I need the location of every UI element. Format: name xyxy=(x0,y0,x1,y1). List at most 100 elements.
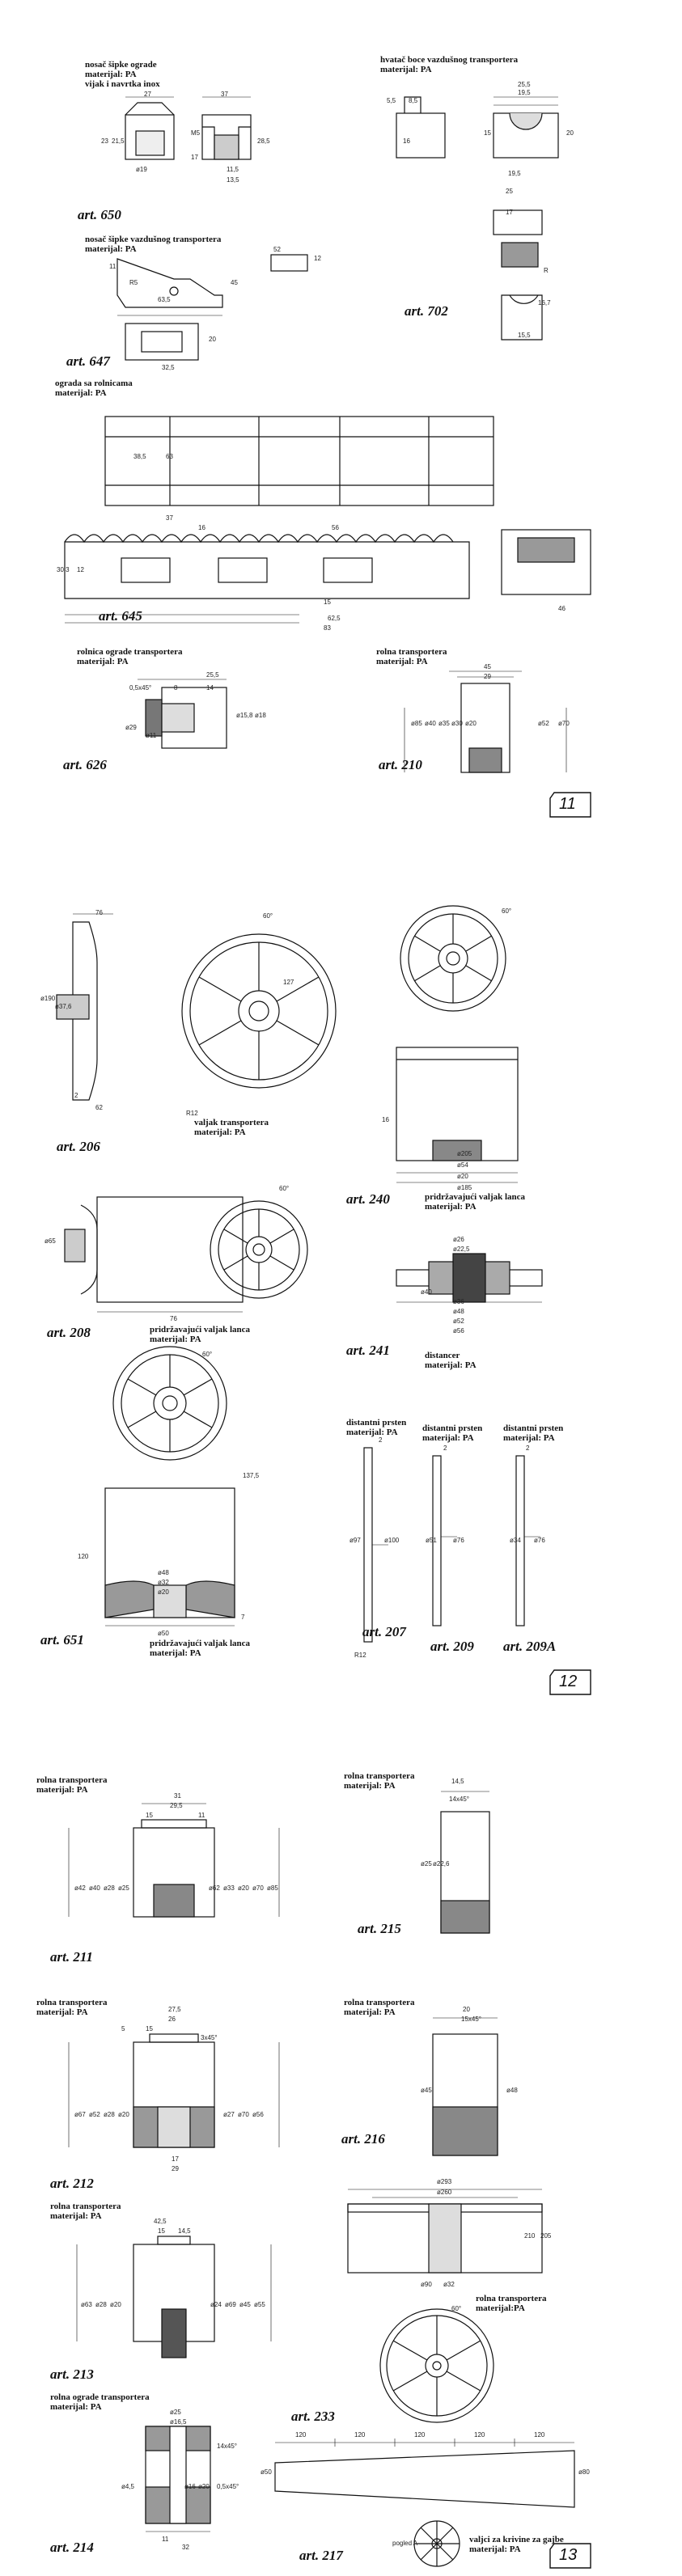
art217-number: art. 217 xyxy=(299,2548,343,2563)
art702-dim: 8,5 xyxy=(409,97,418,104)
art240-dim: ø20 xyxy=(457,1173,468,1180)
art213-dim: ø69 xyxy=(225,2301,236,2308)
art216-title: rolna transportera xyxy=(344,1998,415,2007)
art214-dim: ø25 xyxy=(170,2409,181,2416)
art650-drawing xyxy=(125,96,252,160)
art214-dim: ø4,5 xyxy=(121,2483,135,2490)
art645-drawing xyxy=(64,416,591,624)
art626-dim: ø11 xyxy=(146,732,157,739)
art211-dim: ø20 xyxy=(238,1884,249,1892)
art208-dim: ø65 xyxy=(44,1237,56,1245)
art206-number: art. 206 xyxy=(57,1139,100,1154)
art626-dim: 8 xyxy=(174,684,178,692)
art651-dim: ø48 xyxy=(158,1569,169,1576)
art209-dim: ø76 xyxy=(453,1537,464,1544)
art215-number: art. 215 xyxy=(358,1921,401,1936)
art206-dim: ø190 xyxy=(40,995,56,1002)
art215-dim: 14,5 xyxy=(451,1778,464,1785)
art213-material: materijal: PA xyxy=(50,2211,102,2221)
art647-drawing xyxy=(116,254,308,361)
art210-dim: ø20 xyxy=(465,720,477,727)
art208-dim: 60° xyxy=(279,1185,290,1192)
art626-dim: 25,5 xyxy=(206,671,219,679)
art212-dim: ø28 xyxy=(104,2111,115,2118)
art211-dim: 11 xyxy=(198,1812,205,1819)
art206-drawing xyxy=(56,913,337,1101)
art215-dim: ø22,6 xyxy=(433,1860,450,1867)
art212-material: materijal: PA xyxy=(36,2007,88,2017)
art650-dim: ø19 xyxy=(136,166,147,173)
art207-material: materijal: PA xyxy=(346,1428,398,1437)
art212-dim: 17 xyxy=(172,2155,179,2163)
art626-dim: 0,5x45° xyxy=(129,684,152,692)
art208-number: art. 208 xyxy=(47,1325,91,1340)
art212-dim: 29 xyxy=(172,2165,179,2172)
art209a-drawing xyxy=(515,1455,540,1626)
art645-dim: 46 xyxy=(558,605,566,612)
art208-material: materijal: PA xyxy=(150,1335,201,1344)
art206-dim: 60° xyxy=(263,912,273,920)
art626-title: rolnica ograde transportera xyxy=(77,647,183,657)
art210-dim: ø40 xyxy=(425,720,436,727)
art702-dim: 16 xyxy=(403,137,410,145)
art210-dim: ø85 xyxy=(411,720,422,727)
art217-dim: 120 xyxy=(354,2431,366,2439)
art215-drawing xyxy=(440,1791,490,1934)
art209a-material: materijal: PA xyxy=(503,1433,555,1443)
art212-dim: ø20 xyxy=(118,2111,129,2118)
art650-extra: vijak i navrtka inox xyxy=(85,79,160,89)
art650-dim: M5 xyxy=(191,129,201,137)
art209a-dim: 2 xyxy=(526,1445,530,1452)
art233-dim: ø90 xyxy=(421,2281,432,2288)
catalog-page-12: 76 ø190 ø37,6 2 62 R12 127 60° valjak tr… xyxy=(0,857,682,1707)
art702-title: hvatač boce vazdušnog transportera xyxy=(380,55,519,65)
art210-number: art. 210 xyxy=(379,757,422,772)
art651-number: art. 651 xyxy=(40,1632,84,1648)
art650-number: art. 650 xyxy=(78,207,121,222)
page-number: 12 xyxy=(559,1673,578,1690)
art209-dim: ø51 xyxy=(426,1537,437,1544)
art212-dim: ø27 xyxy=(223,2111,235,2118)
art645-dim: 63 xyxy=(166,453,173,460)
art210-drawing xyxy=(404,670,567,773)
art216-material: materijal: PA xyxy=(344,2007,396,2017)
art647-dim: 12 xyxy=(314,255,321,262)
art241-dim: ø52 xyxy=(453,1318,464,1325)
catalog-page-11: nosač šipke ograde materijal: PA vijak i… xyxy=(0,0,682,825)
art651-title: pridržavajući valjak lanca xyxy=(150,1639,251,1648)
art241-dim: ø36 xyxy=(453,1298,464,1305)
art650-dim: 21,5 xyxy=(112,137,125,145)
art626-material: materijal: PA xyxy=(77,657,129,666)
art702-dim: R xyxy=(544,267,549,274)
art207-number: art. 207 xyxy=(362,1624,406,1639)
art647-dim: 63,5 xyxy=(158,296,171,303)
art210-dim: ø30 xyxy=(451,720,463,727)
art212-dim: 15 xyxy=(146,2025,153,2032)
art213-number: art. 213 xyxy=(50,2367,94,2382)
art702-drawing xyxy=(396,96,559,341)
art210-dim: 45 xyxy=(484,663,491,670)
art208-title: pridržavajući valjak lanca xyxy=(150,1325,251,1335)
art211-title: rolna transportera xyxy=(36,1775,108,1785)
art233-dim: 60° xyxy=(451,2305,462,2312)
art233-title: rolna transportera xyxy=(476,2294,547,2303)
art217-dim: 120 xyxy=(534,2431,545,2439)
art214-dim: ø20 xyxy=(198,2483,210,2490)
art211-dim: ø25 xyxy=(118,1884,129,1892)
art702-number: art. 702 xyxy=(405,303,448,319)
art215-dim: 14x45° xyxy=(449,1796,469,1803)
art651-dim: ø50 xyxy=(158,1630,169,1637)
art702-material: materijal: PA xyxy=(380,65,432,74)
art645-dim: 15 xyxy=(324,599,331,606)
art647-material: materijal: PA xyxy=(85,244,137,254)
art213-title: rolna transportera xyxy=(50,2202,121,2211)
art213-drawing xyxy=(76,2235,272,2358)
art214-material: materijal: PA xyxy=(50,2402,102,2412)
art240-dim: ø185 xyxy=(457,1184,472,1191)
art241-title: distancer xyxy=(425,1351,460,1360)
art211-dim: ø85 xyxy=(267,1884,278,1892)
art206-material: materijal: PA xyxy=(194,1127,246,1137)
art208-drawing xyxy=(64,1196,308,1313)
art645-title: ograda sa rolnicama xyxy=(55,379,133,388)
art647-dim: 11 xyxy=(109,263,116,270)
